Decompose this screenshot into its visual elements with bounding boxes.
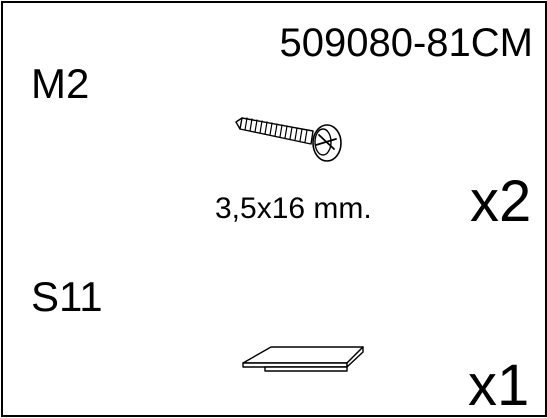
screw-quantity: x2	[470, 169, 532, 234]
hardware-code-s11: S11	[31, 273, 103, 320]
screw-icon	[235, 117, 342, 162]
bracket-icon	[242, 346, 364, 372]
hardware-code-m2: M2	[31, 60, 90, 107]
bracket-quantity: x1	[468, 353, 530, 418]
screw-dimension: 3,5x16 mm.	[215, 192, 372, 225]
part-number: 509080-81CM	[279, 21, 534, 65]
